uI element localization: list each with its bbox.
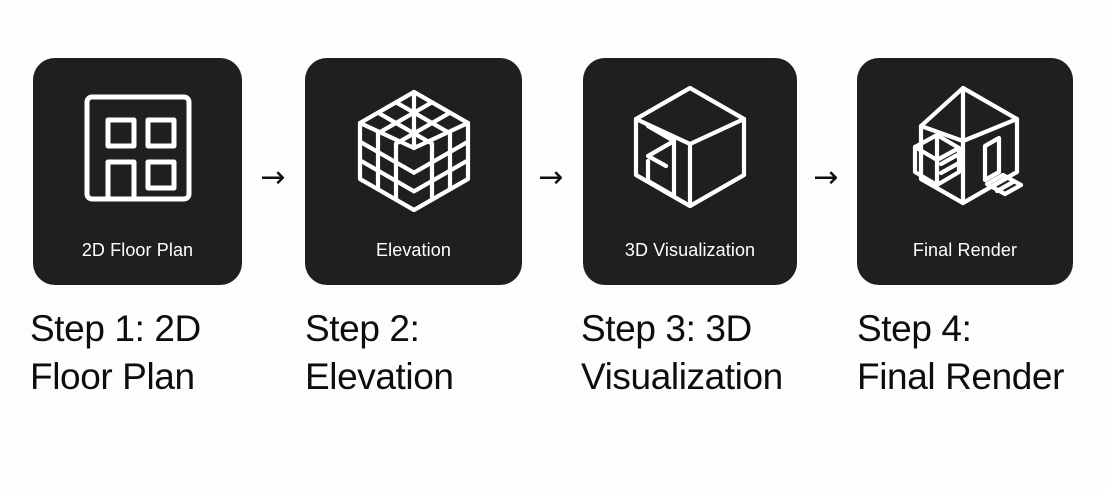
step-card-3d-visualization[interactable]: 3D Visualization	[583, 58, 797, 285]
card-label: Final Render	[912, 240, 1018, 260]
floor-plan-icon	[84, 94, 191, 202]
arrow-step-2-to-3: →	[538, 160, 564, 195]
step-caption-3: Step 3: 3D Visualization	[581, 308, 783, 397]
step-card-final-render[interactable]: Final Render	[857, 58, 1073, 285]
cube-3d-icon	[633, 85, 747, 208]
step-card-2d-floor-plan[interactable]: 2D Floor Plan	[33, 58, 242, 285]
step-caption-2: Step 2: Elevation	[305, 308, 454, 397]
arrow-step-1-to-2: →	[260, 160, 286, 195]
card-label: 3D Visualization	[624, 240, 756, 260]
step-caption-1: Step 1: 2D Floor Plan	[30, 308, 201, 397]
card-label: 2D Floor Plan	[81, 240, 194, 260]
grid-cube-icon	[357, 89, 470, 212]
step-card-elevation[interactable]: Elevation	[305, 58, 522, 285]
step-caption-4: Step 4: Final Render	[857, 308, 1065, 397]
card-label: Elevation	[376, 240, 451, 260]
arrow-step-3-to-4: →	[813, 160, 839, 195]
isometric-building-icon	[912, 85, 1024, 206]
